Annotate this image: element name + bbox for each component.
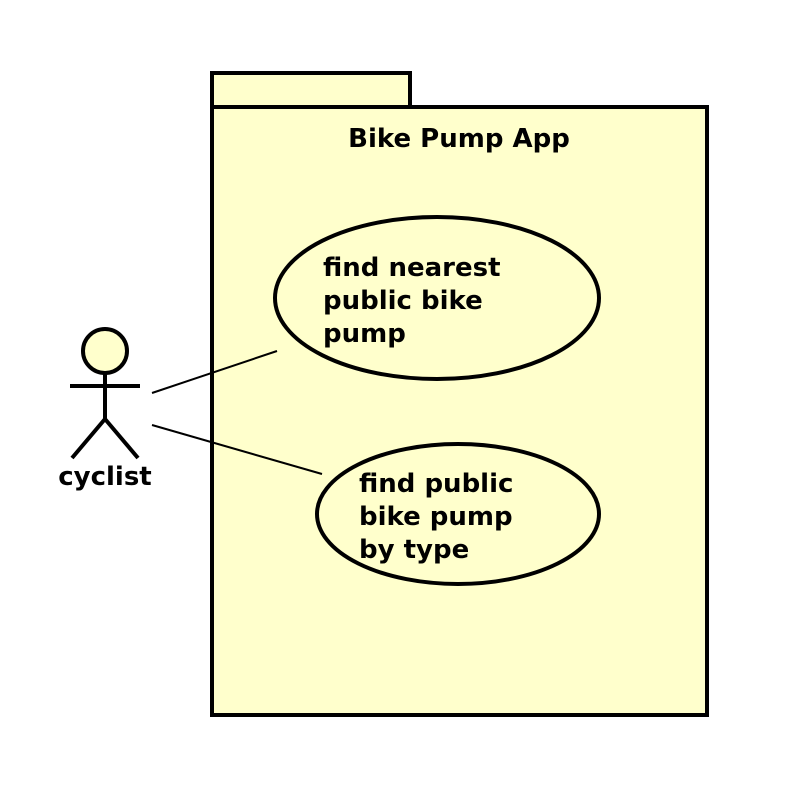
use-case-label-line: public bike (323, 286, 483, 316)
package-body (210, 105, 709, 717)
package-title: Bike Pump App (348, 124, 570, 154)
use-case-label-line: pump (323, 319, 406, 349)
use-case-find-pump-by-type[interactable]: find public bike pump by type (315, 442, 601, 586)
use-case-ellipse (315, 442, 601, 586)
association-line-2 (151, 424, 323, 475)
actor-cyclist[interactable]: cyclist (58, 327, 152, 492)
use-case-label-line: bike pump (359, 502, 513, 532)
actor-leg-left (70, 417, 107, 460)
actor-name: cyclist (58, 462, 152, 492)
package-tab (210, 71, 412, 110)
package-bike-pump-app: Bike Pump App (210, 71, 709, 717)
use-case-find-nearest-pump[interactable]: find nearest public bike pump (273, 215, 601, 381)
use-case-label-line: find nearest (323, 253, 501, 283)
association-line-1 (151, 350, 278, 394)
actor-head-icon (81, 327, 129, 375)
use-case-label-line: by type (359, 535, 469, 565)
use-case-ellipse (273, 215, 601, 381)
use-case-label-line: find public (359, 469, 513, 499)
actor-leg-right (103, 417, 140, 460)
